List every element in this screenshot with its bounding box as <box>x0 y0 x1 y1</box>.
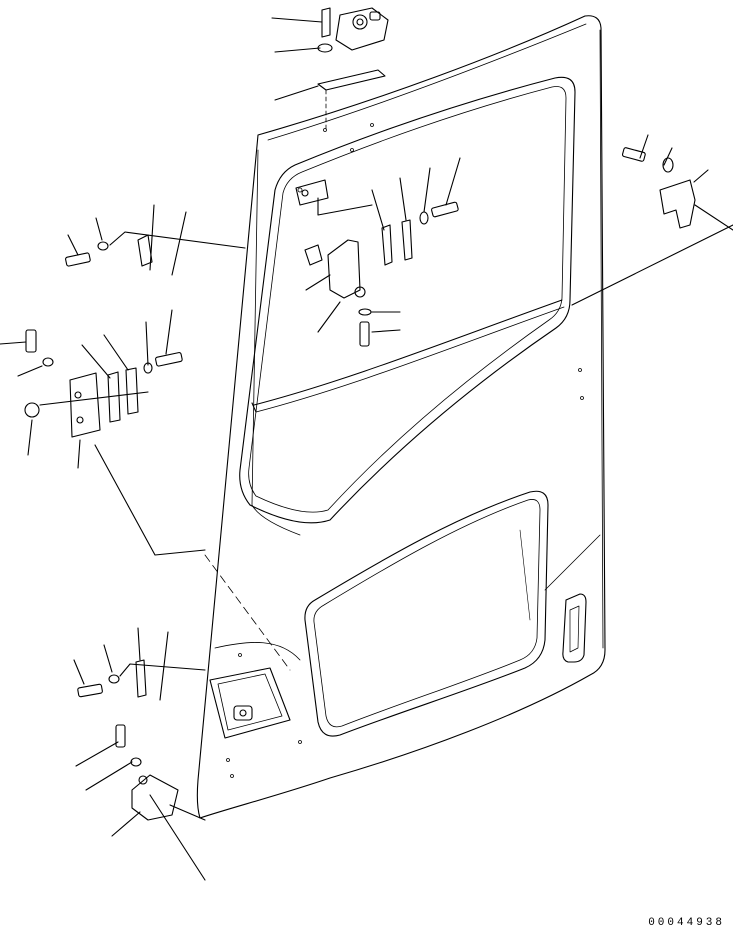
left-lower-shim-icon <box>135 659 147 698</box>
right-hinge-bolt-icon <box>621 147 646 162</box>
door-holes <box>226 123 584 778</box>
shim-a-icon <box>381 224 393 266</box>
drawing-number: 00044938 <box>648 917 725 929</box>
left-upper-bolt-icon <box>65 252 91 267</box>
left-mid-bracket-icon <box>69 372 101 438</box>
lower-bracket-washer-icon <box>358 308 372 316</box>
left-upper-parts <box>65 204 246 276</box>
lower-bracket-bolt-icon <box>359 321 370 347</box>
left-upper-washer-icon <box>97 241 109 251</box>
bottom-hinge-bolt-icon <box>115 724 126 748</box>
left-lower-parts <box>73 627 206 881</box>
left-lower-bolt-icon <box>77 683 103 698</box>
top-hinge-shim-icon <box>317 69 386 91</box>
left-mid-nut-icon <box>24 402 40 418</box>
bracket-nut-icon <box>304 244 323 266</box>
top-hinge-assembly <box>271 7 389 131</box>
hidden-line <box>204 554 291 671</box>
bracket-washer-icon <box>419 211 429 225</box>
left-lower-washer-icon <box>108 674 120 684</box>
right-hinge-assembly <box>571 134 733 306</box>
door-slot <box>544 534 601 663</box>
left-middle-parts <box>0 309 206 556</box>
shim-b-icon <box>401 219 413 261</box>
left-upper-shim-icon <box>137 234 153 267</box>
top-hinge-bolt-icon <box>321 7 331 38</box>
bracket-bolt-icon <box>431 201 459 218</box>
upper-window <box>239 76 576 536</box>
left-mid-washer-icon <box>42 357 54 367</box>
lower-window <box>304 490 549 737</box>
door-panel <box>196 15 606 819</box>
bracket-plate-icon <box>327 239 361 299</box>
bottom-hinge-bracket-icon <box>131 774 179 821</box>
latch-area <box>209 642 301 739</box>
left-mid-bolt-icon <box>25 329 37 353</box>
window-bracket-assembly <box>295 157 461 347</box>
right-hinge-washer-icon <box>662 157 674 173</box>
